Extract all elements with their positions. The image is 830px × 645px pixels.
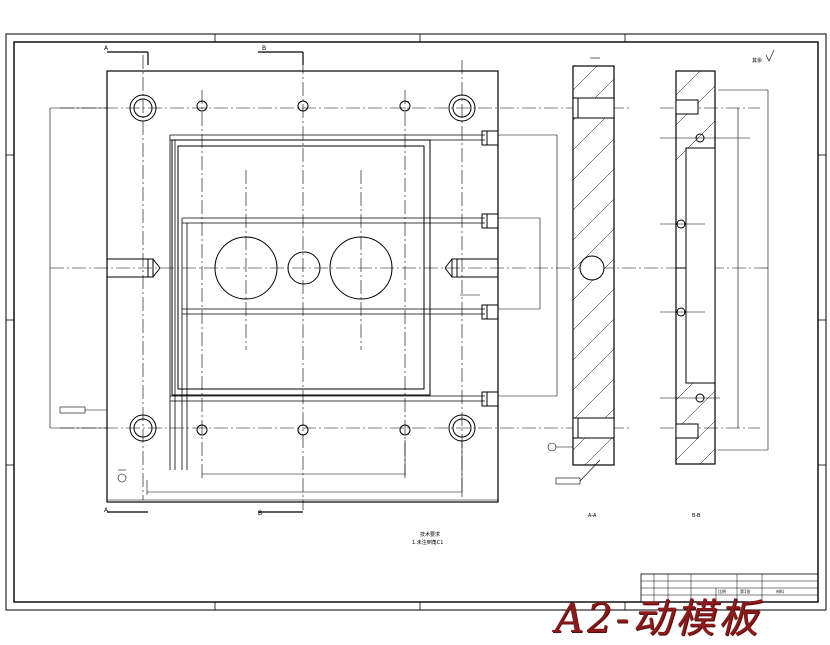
section-labels: A B A B	[104, 45, 266, 517]
plan-view	[106, 70, 499, 503]
roughness-symbol	[765, 49, 775, 62]
channel-fittings	[481, 130, 499, 407]
notes-line: 1.未注倒角C1	[412, 539, 443, 546]
section-label-a-bottom: A	[104, 507, 109, 514]
view-titles: A-A B-B 其余	[588, 57, 762, 519]
section-a-leaders	[547, 57, 601, 485]
drawing-caption: A2-动模板	[555, 596, 761, 642]
center-lines	[50, 55, 770, 510]
title-block-text: 比例 第1张 材料	[718, 588, 784, 594]
dimension-lines	[49, 51, 769, 513]
notes-title: 技术要求	[420, 531, 440, 538]
technical-notes: 技术要求 1.未注倒角C1	[412, 531, 443, 546]
section-b-leaders	[660, 137, 750, 399]
section-b-view	[675, 70, 716, 465]
zone-ticks	[6, 34, 826, 610]
section-label-a-top: A	[104, 45, 109, 52]
section-b-title: B-B	[692, 513, 701, 519]
title-block-material: 材料	[776, 588, 784, 594]
section-label-b-bottom: B	[258, 510, 262, 517]
cooling-channels	[169, 134, 485, 470]
title-block	[640, 573, 819, 603]
section-label-b-top: B	[262, 45, 266, 52]
title-block-sheet: 第1张	[740, 588, 751, 594]
section-a-title: A-A	[588, 513, 597, 519]
sheet-frame	[5, 33, 827, 611]
roughness-note: 其余	[752, 57, 762, 64]
title-block-scale: 比例	[718, 588, 726, 594]
leader-notes	[59, 406, 127, 483]
section-a-view	[572, 65, 615, 466]
